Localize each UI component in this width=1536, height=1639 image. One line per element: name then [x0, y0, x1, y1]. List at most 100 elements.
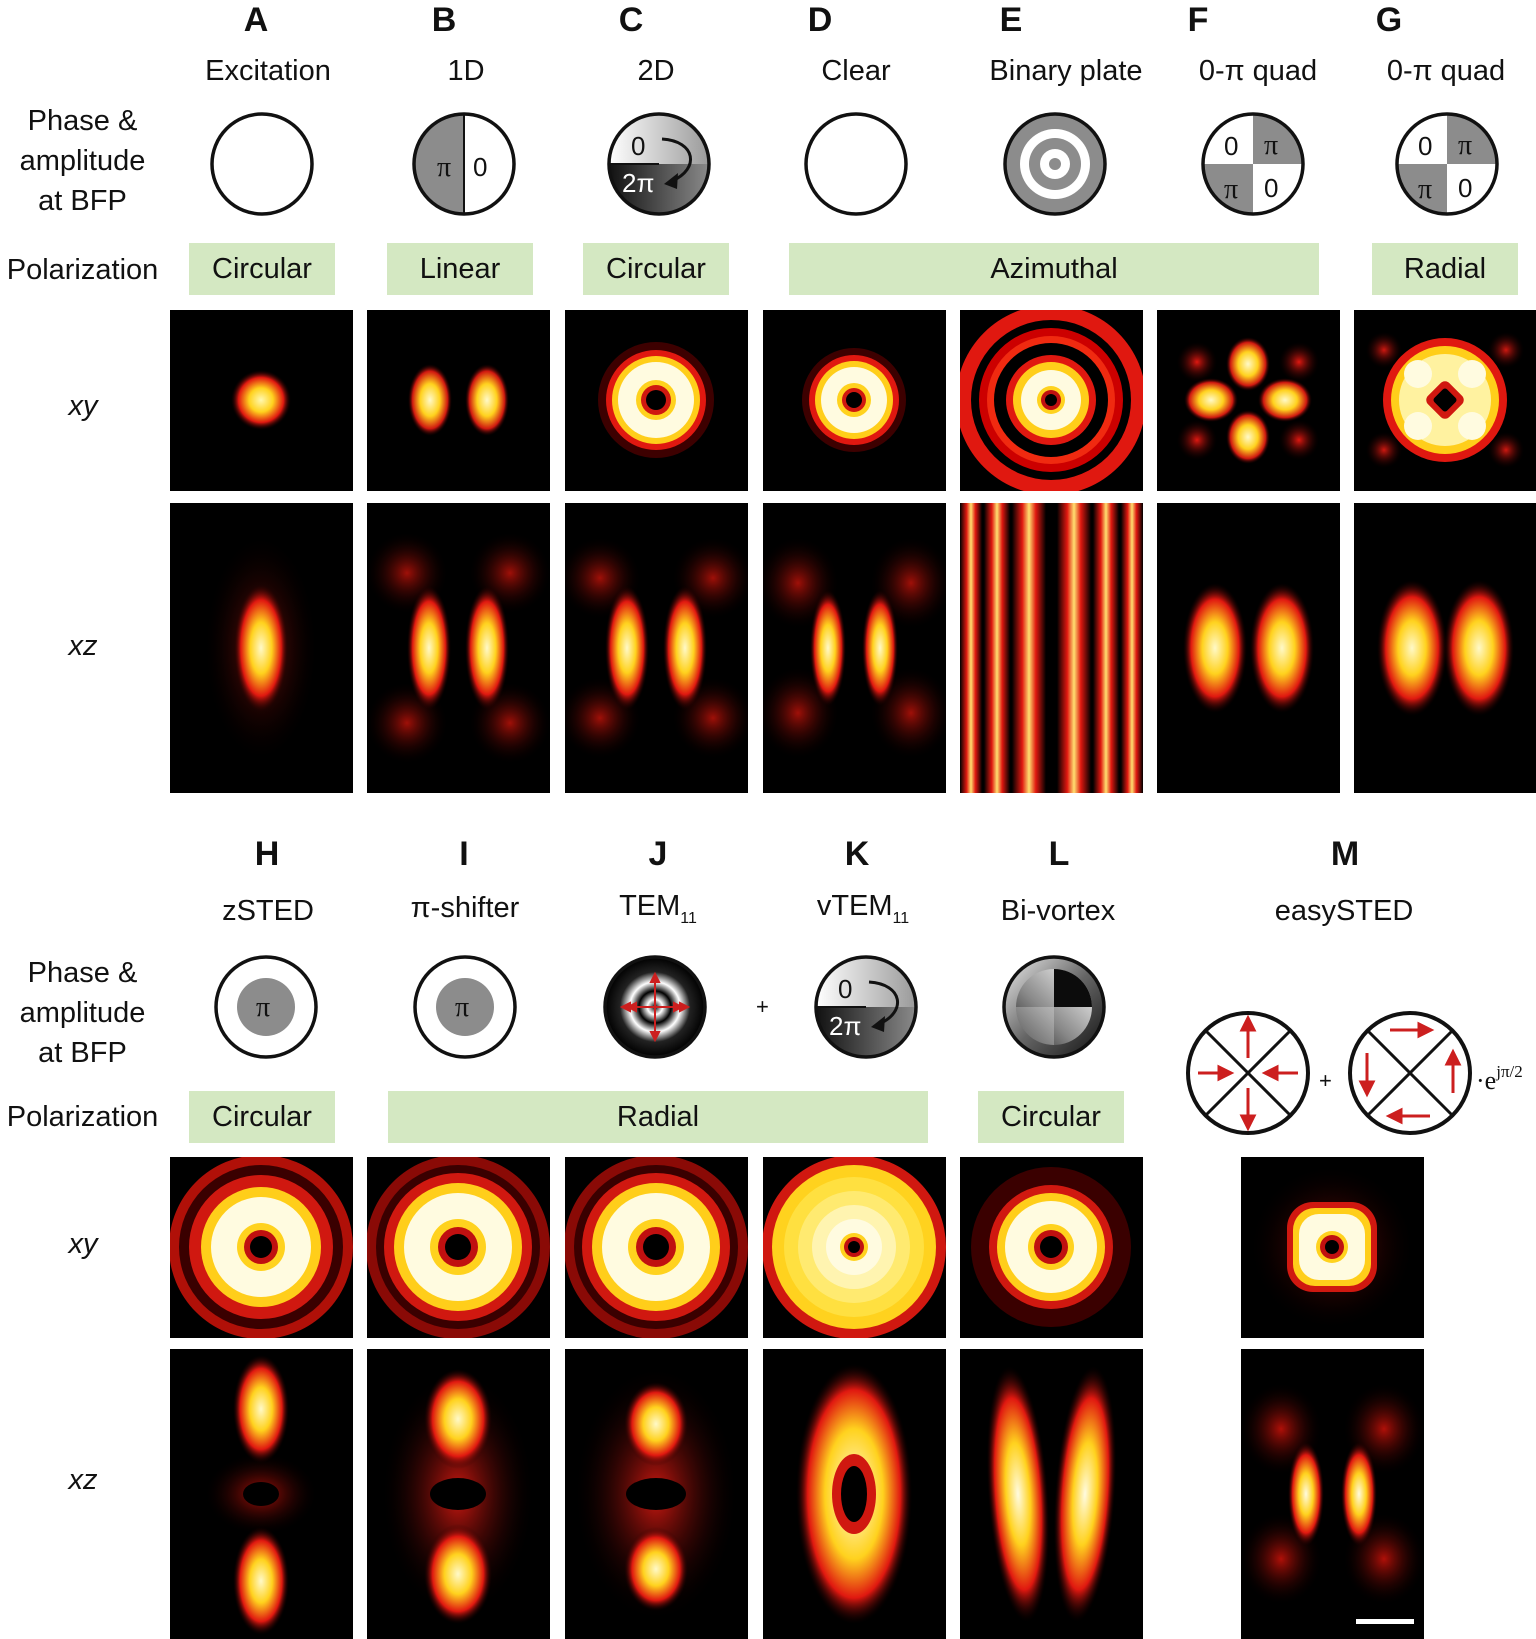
plus-sign-j-k: +	[756, 994, 769, 1019]
panel-letter-m: M	[1330, 835, 1360, 873]
psf-xy-k	[763, 1157, 946, 1338]
method-name-excitation: Excitation	[205, 55, 331, 87]
polarization-badge-d-f: Azimuthal	[789, 243, 1319, 295]
mask-binary-plate-icon	[1003, 112, 1107, 216]
mask-1d-half-pi-icon: π 0	[412, 112, 516, 216]
psf-xy-d	[763, 310, 946, 491]
psf-xy-f	[1157, 310, 1340, 491]
mask-easysted-radial-icon	[1186, 1011, 1310, 1135]
phase-amplitude-label-bottom: Phase & amplitude at BFP	[19, 957, 146, 1069]
method-name-1d: 1D	[447, 55, 485, 87]
psf-xy-h	[170, 1157, 353, 1338]
mask-clear-icon	[804, 112, 908, 216]
psf-xy-a	[170, 310, 353, 491]
mask-0-pi-quad-f-icon: 0 π π 0	[1201, 112, 1305, 216]
psf-xz-f	[1157, 503, 1340, 793]
svg-text:π: π	[437, 152, 451, 183]
psf-xy-g	[1354, 310, 1536, 491]
svg-text:π: π	[455, 992, 469, 1023]
mask-0-pi-quad-g-icon: 0 π π 0	[1395, 112, 1499, 216]
phase-factor-label: ·ejπ/2	[1476, 1062, 1523, 1095]
svg-text:2π: 2π	[622, 168, 654, 198]
scale-bar	[1356, 1619, 1414, 1624]
mask-bi-vortex-icon	[1002, 955, 1106, 1059]
method-name-bi-vortex: Bi-vortex	[1000, 895, 1116, 927]
psf-xy-m	[1241, 1157, 1424, 1338]
panel-letter-f: F	[1187, 1, 1209, 39]
psf-xz-c	[565, 503, 748, 793]
psf-xz-j	[565, 1349, 748, 1639]
plus-sign-easysted: +	[1319, 1068, 1332, 1093]
svg-text:0: 0	[1418, 131, 1432, 161]
mask-tem11-icon	[603, 955, 707, 1059]
polarization-badge-h: Circular	[189, 1091, 335, 1143]
method-name-easysted: easySTED	[1274, 895, 1414, 927]
svg-text:2π: 2π	[829, 1011, 861, 1041]
psf-xy-i	[367, 1157, 550, 1338]
xy-row-label-bottom: xy	[68, 1228, 98, 1260]
psf-xy-b	[367, 310, 550, 491]
phase-amplitude-label-top: Phase & amplitude at BFP	[19, 105, 146, 217]
psf-xz-d	[763, 503, 946, 793]
panel-letter-l: L	[1048, 835, 1070, 873]
polarization-label-bottom: Polarization	[6, 1101, 159, 1133]
xz-row-label-top: xz	[68, 630, 98, 662]
method-name-pi-shifter: π-shifter	[410, 892, 520, 924]
method-name-vtem11: vTEM11	[816, 890, 910, 927]
mask-vtem11-vortex-icon: 0 2π	[814, 955, 918, 1059]
panel-letter-g: G	[1375, 1, 1403, 39]
svg-text:0: 0	[631, 131, 645, 161]
psf-xz-e	[960, 503, 1143, 793]
psf-xz-i	[367, 1349, 550, 1639]
svg-text:0: 0	[1224, 131, 1238, 161]
method-name-0-pi-quad-f: 0-π quad	[1198, 55, 1318, 87]
method-name-clear: Clear	[821, 55, 891, 87]
mask-zsted-pi-disk-icon: π	[214, 955, 318, 1059]
panel-letter-e: E	[999, 1, 1023, 39]
mask-easysted-azimuthal-icon	[1348, 1011, 1472, 1135]
psf-xz-b	[367, 503, 550, 793]
svg-text:π: π	[256, 992, 270, 1023]
svg-text:0: 0	[838, 974, 852, 1004]
psf-xz-h	[170, 1349, 353, 1639]
panel-letter-h: H	[254, 835, 280, 873]
mask-excitation-clear-icon	[210, 112, 314, 216]
psf-xz-a	[170, 503, 353, 793]
polarization-badge-b: Linear	[387, 243, 533, 295]
xz-row-label-bottom: xz	[68, 1464, 98, 1496]
panel-letter-j: J	[648, 835, 668, 873]
polarization-badge-a: Circular	[189, 243, 335, 295]
polarization-badge-l: Circular	[978, 1091, 1124, 1143]
polarization-badge-i-k: Radial	[388, 1091, 928, 1143]
svg-text:0: 0	[473, 152, 487, 182]
method-name-0-pi-quad-g: 0-π quad	[1386, 55, 1506, 87]
psf-xy-c	[565, 310, 748, 491]
panel-letter-b: B	[431, 1, 457, 39]
svg-text:π: π	[1264, 130, 1278, 161]
method-name-tem11: TEM11	[619, 890, 697, 927]
psf-xy-j	[565, 1157, 748, 1338]
panel-letter-c: C	[618, 1, 644, 39]
panel-letter-a: A	[243, 1, 269, 39]
polarization-label-top: Polarization	[6, 254, 159, 286]
svg-text:π: π	[1418, 174, 1432, 205]
polarization-badge-c: Circular	[583, 243, 729, 295]
psf-xy-e	[960, 310, 1143, 491]
svg-text:π: π	[1458, 130, 1472, 161]
polarization-badge-g: Radial	[1372, 243, 1518, 295]
mask-pi-shifter-icon: π	[413, 955, 517, 1059]
panel-letter-k: K	[844, 835, 870, 873]
method-name-binary-plate: Binary plate	[989, 55, 1143, 87]
psf-xz-l	[960, 1349, 1143, 1639]
panel-letter-d: D	[807, 1, 833, 39]
svg-text:0: 0	[1264, 173, 1278, 203]
psf-xy-l	[960, 1157, 1143, 1338]
svg-text:π: π	[1224, 174, 1238, 205]
mask-2d-vortex-icon: 0 2π	[607, 112, 711, 216]
xy-row-label-top: xy	[68, 390, 98, 422]
svg-text:0: 0	[1458, 173, 1472, 203]
psf-xz-m	[1241, 1349, 1424, 1639]
psf-xz-g	[1354, 503, 1536, 793]
method-name-2d: 2D	[637, 55, 675, 87]
panel-letter-i: I	[459, 835, 469, 873]
